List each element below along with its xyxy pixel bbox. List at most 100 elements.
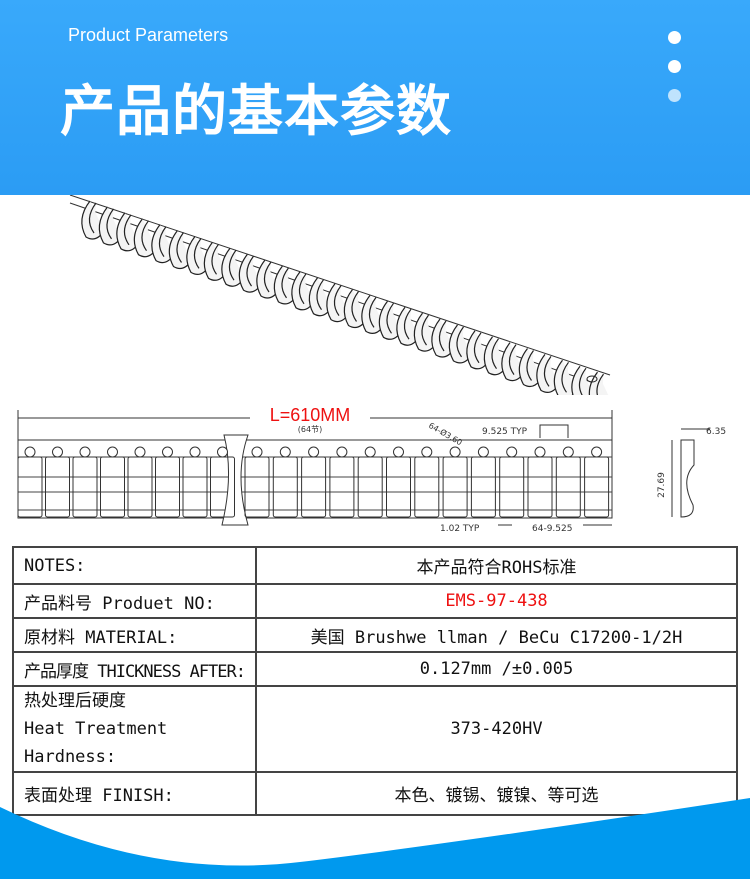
hole-label: 64-Ø3.60: [427, 420, 464, 447]
row-label-en: Heat Treatment Hardness:: [24, 719, 168, 767]
strip-loop: [378, 300, 402, 340]
hole: [591, 446, 603, 458]
hole: [162, 446, 173, 458]
dot-icon: [668, 60, 681, 73]
row-label: 原材料 MATERIAL:: [12, 617, 257, 653]
contact-finger: [17, 456, 43, 518]
row-value: 0.127mm /±0.005: [255, 651, 738, 687]
hole: [336, 446, 348, 458]
strip-loop: [431, 318, 455, 358]
contact-finger: [272, 456, 298, 518]
strip-loop: [448, 324, 472, 364]
row-label: 表面处理 FINISH:: [12, 771, 257, 816]
contact-finger: [301, 456, 327, 518]
dot-icon: [668, 89, 681, 102]
header-subtitle: Product Parameters: [68, 25, 229, 45]
contact-finger: [527, 456, 553, 518]
table-row: 原材料 MATERIAL:美国 Brushwe llman / BeCu C17…: [12, 617, 738, 653]
strip-loop: [116, 212, 140, 252]
hole: [189, 446, 201, 458]
dot-icon: [668, 31, 681, 44]
product-number: EMS-97-438: [255, 583, 738, 619]
contact-finger: [584, 456, 610, 518]
hole: [534, 446, 546, 458]
watermark: [0, 120, 9, 161]
hole: [308, 446, 320, 458]
hole: [449, 446, 461, 458]
strip-loop: [186, 236, 210, 275]
contact-finger: [210, 456, 235, 518]
strip-loop: [518, 348, 542, 388]
length-label: L=610MM: [270, 405, 351, 425]
hole: [421, 446, 433, 458]
contact-finger: [100, 456, 125, 518]
hole: [79, 446, 91, 458]
hole: [217, 446, 228, 458]
parameters-table: NOTES:本产品符合ROHS标准 产品料号 Produet NO:EMS-97…: [12, 546, 738, 816]
hole: [506, 446, 518, 458]
strip-loop: [588, 371, 609, 395]
header-banner: Product Parameters 产品的基本参数: [0, 0, 750, 195]
width-label: 6.35: [706, 427, 726, 437]
contact-finger: [127, 456, 153, 518]
contact-finger: [357, 456, 383, 518]
hole: [251, 446, 263, 458]
side-profile: [671, 428, 710, 518]
strip-loop: [396, 306, 420, 346]
row-value: 本色、镀锡、镀镍、等可选: [255, 771, 738, 816]
strip-lines: [18, 456, 612, 511]
strip-loop: [501, 342, 525, 382]
strip-loop: [308, 277, 332, 317]
strip-loop: [256, 259, 280, 299]
strip-loop: [413, 312, 437, 352]
hole: [393, 446, 404, 458]
row-label: NOTES:: [12, 546, 257, 585]
pitch-total-label: 64-9.525: [532, 524, 572, 534]
hole: [279, 446, 291, 458]
row-value: 本产品符合ROHS标准: [255, 546, 738, 585]
strip-loop: [151, 224, 175, 264]
contact-finger: [155, 456, 180, 518]
strip-loop: [203, 241, 227, 281]
table-row: NOTES:本产品符合ROHS标准: [12, 546, 738, 585]
strip-loop: [483, 336, 507, 376]
technical-drawing: L=610MM (64节) 64-Ø3.60 9.525 TYP 1.02 TY…: [17, 405, 726, 534]
row-value: 美国 Brushwe llman / BeCu C17200-1/2H: [255, 617, 738, 653]
contact-finger: [72, 456, 98, 518]
table-row: 产品厚度 THICKNESS AFTER:0.127mm /±0.005: [12, 651, 738, 687]
contact-finger: [499, 456, 525, 518]
hole: [134, 446, 146, 458]
contact-finger: [329, 456, 355, 518]
dimension-line: [498, 424, 612, 526]
strip-loop: [571, 365, 594, 395]
strip-loop: [291, 271, 315, 311]
contact-finger: [414, 456, 440, 518]
table-row: 表面处理 FINISH:本色、镀锡、镀镍、等可选: [12, 771, 738, 816]
pitch-typ-label: 9.525 TYP: [482, 427, 528, 437]
product-3d-image: [69, 195, 611, 395]
contact-finger: [386, 456, 411, 518]
strip-loop: [466, 330, 490, 370]
contact-finger: [45, 456, 70, 518]
strip-loop: [326, 283, 350, 323]
footer-wave: [0, 798, 750, 879]
hole: [107, 446, 118, 458]
table-row: 产品料号 Produet NO:EMS-97-438: [12, 583, 738, 619]
strip-loop: [221, 247, 245, 287]
height-label: 27.69: [657, 472, 667, 498]
hole: [586, 375, 598, 383]
row-label: 产品厚度 THICKNESS AFTER:: [12, 651, 257, 687]
hole: [477, 446, 489, 458]
strip-loop: [536, 354, 560, 393]
strip-loop: [81, 200, 105, 240]
strip-loop: [168, 230, 192, 270]
contact-finger: [442, 456, 468, 518]
row-label: 热处理后硬度: [24, 691, 126, 711]
count-label: (64节): [298, 425, 322, 434]
contact-finger: [555, 456, 581, 518]
hole: [562, 446, 574, 458]
hole: [364, 446, 376, 458]
strip-loop: [98, 206, 122, 246]
contact-finger: [244, 456, 270, 518]
